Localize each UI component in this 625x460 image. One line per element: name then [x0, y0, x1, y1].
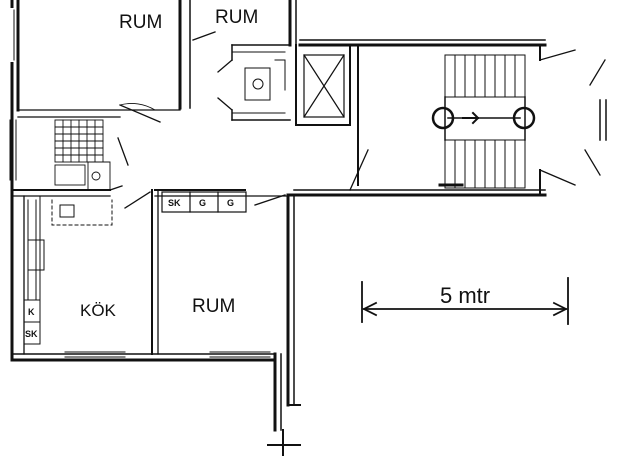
cabinet-label-g1: G [199, 198, 206, 208]
windows [9, 8, 271, 358]
cabinet-row [161, 191, 247, 213]
scale-bar [361, 277, 569, 325]
kitchen-unit-label-k: K [28, 307, 35, 317]
exterior-walls [10, 0, 547, 456]
room-label-kok: KÖK [80, 301, 117, 320]
kitchen-fittings [23, 199, 113, 345]
staircase [431, 54, 607, 189]
cabinet-label-sk: SK [168, 198, 181, 208]
closet-block [231, 44, 291, 121]
cabinet-labels: SK G G K SK [25, 198, 234, 339]
room-label-rum-top-left: RUM [119, 12, 162, 33]
scale-label: 5 mtr [440, 283, 490, 308]
kitchen-unit-label-sk: SK [25, 329, 38, 339]
cabinet-label-g2: G [227, 198, 234, 208]
room-labels: RUM RUM KÖK RUM [80, 7, 258, 320]
room-label-rum-bottom: RUM [192, 296, 235, 317]
bathroom-tiles [54, 119, 111, 191]
room-label-rum-top-right: RUM [215, 7, 258, 28]
door-swings [109, 31, 606, 209]
elevator-shaft [303, 54, 345, 118]
